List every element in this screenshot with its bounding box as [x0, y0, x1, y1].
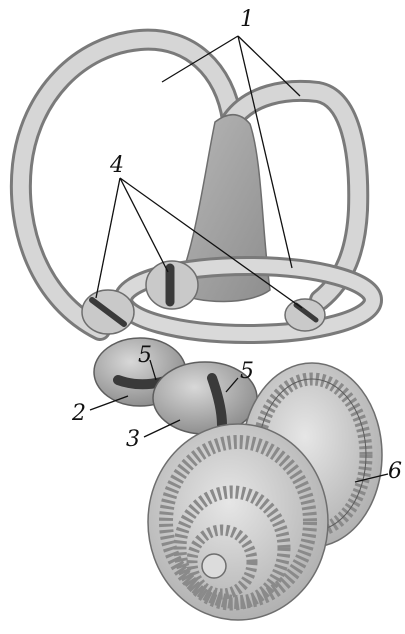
- label-5-utricle: 5: [138, 343, 152, 368]
- ampulla-middle: [146, 261, 198, 309]
- label-1: 1: [240, 7, 254, 32]
- label-4: 4: [109, 153, 124, 178]
- label-2: 2: [71, 401, 86, 426]
- label-5-saccule: 5: [240, 359, 254, 384]
- ampulla-left: [82, 290, 134, 334]
- ampulla-right: [285, 299, 325, 331]
- cochlea-front-spiral: [148, 424, 328, 620]
- label-3: 3: [126, 427, 140, 452]
- label-6: 6: [388, 459, 402, 484]
